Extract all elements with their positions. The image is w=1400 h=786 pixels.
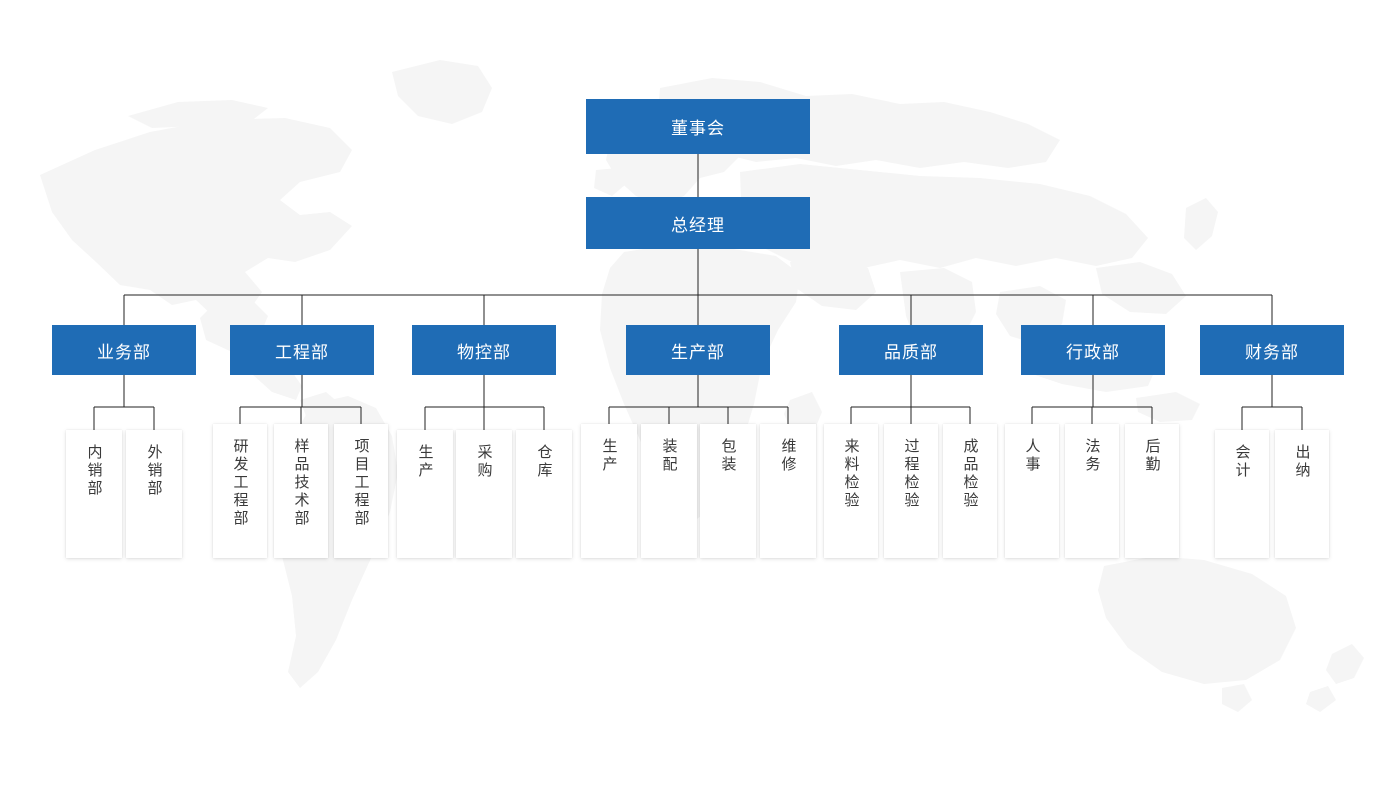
node-label: 过程检验: [902, 438, 921, 510]
node-label: 后勤: [1143, 438, 1162, 474]
node-label: 法务: [1083, 438, 1102, 474]
node-label: 生产部: [671, 342, 725, 363]
node-label: 会计: [1233, 444, 1252, 480]
node-sub-engineering[interactable]: 项目工程部: [334, 424, 388, 558]
node-label: 项目工程部: [352, 438, 371, 528]
node-sub-quality[interactable]: 过程检验: [884, 424, 938, 558]
node-label: 品质部: [884, 342, 938, 363]
node-label: 内销部: [85, 444, 104, 498]
node-label: 研发工程部: [231, 438, 250, 528]
node-label: 物控部: [457, 342, 511, 363]
node-department-quality[interactable]: 品质部: [839, 325, 983, 375]
node-label: 包装: [719, 438, 738, 474]
node-board-of-directors[interactable]: 董事会: [586, 99, 810, 154]
node-label: 仓库: [535, 444, 554, 480]
node-label: 行政部: [1066, 342, 1120, 363]
node-label: 人事: [1023, 438, 1042, 474]
node-sub-business[interactable]: 内销部: [66, 430, 122, 558]
node-sub-production[interactable]: 生产: [581, 424, 637, 558]
node-label: 成品检验: [961, 438, 980, 510]
node-label: 财务部: [1245, 342, 1299, 363]
node-sub-material-control[interactable]: 仓库: [516, 430, 572, 558]
node-label: 装配: [660, 438, 679, 474]
node-sub-material-control[interactable]: 采购: [456, 430, 512, 558]
node-sub-business[interactable]: 外销部: [126, 430, 182, 558]
node-department-production[interactable]: 生产部: [626, 325, 770, 375]
node-label: 样品技术部: [292, 438, 311, 528]
node-sub-administration[interactable]: 人事: [1005, 424, 1059, 558]
node-sub-production[interactable]: 包装: [700, 424, 756, 558]
node-sub-quality[interactable]: 来料检验: [824, 424, 878, 558]
node-label: 工程部: [275, 342, 329, 363]
node-label: 采购: [475, 444, 494, 480]
node-label: 董事会: [671, 119, 725, 139]
node-sub-engineering[interactable]: 研发工程部: [213, 424, 267, 558]
node-sub-administration[interactable]: 后勤: [1125, 424, 1179, 558]
node-sub-finance[interactable]: 出纳: [1275, 430, 1329, 558]
node-label: 总经理: [671, 215, 725, 236]
node-department-business[interactable]: 业务部: [52, 325, 196, 375]
node-label: 生产: [600, 438, 619, 474]
node-department-engineering[interactable]: 工程部: [230, 325, 374, 375]
node-sub-administration[interactable]: 法务: [1065, 424, 1119, 558]
node-sub-engineering[interactable]: 样品技术部: [274, 424, 328, 558]
node-label: 出纳: [1293, 444, 1312, 480]
node-sub-quality[interactable]: 成品检验: [943, 424, 997, 558]
node-label: 外销部: [145, 444, 164, 498]
node-sub-finance[interactable]: 会计: [1215, 430, 1269, 558]
node-sub-material-control[interactable]: 生产: [397, 430, 453, 558]
node-sub-production[interactable]: 维修: [760, 424, 816, 558]
node-department-material-control[interactable]: 物控部: [412, 325, 556, 375]
node-general-manager[interactable]: 总经理: [586, 197, 810, 249]
node-sub-production[interactable]: 装配: [641, 424, 697, 558]
node-label: 业务部: [97, 342, 151, 363]
node-label: 维修: [779, 438, 798, 474]
node-label: 生产: [416, 444, 435, 480]
node-label: 来料检验: [842, 438, 861, 510]
node-department-administration[interactable]: 行政部: [1021, 325, 1165, 375]
node-department-finance[interactable]: 财务部: [1200, 325, 1344, 375]
